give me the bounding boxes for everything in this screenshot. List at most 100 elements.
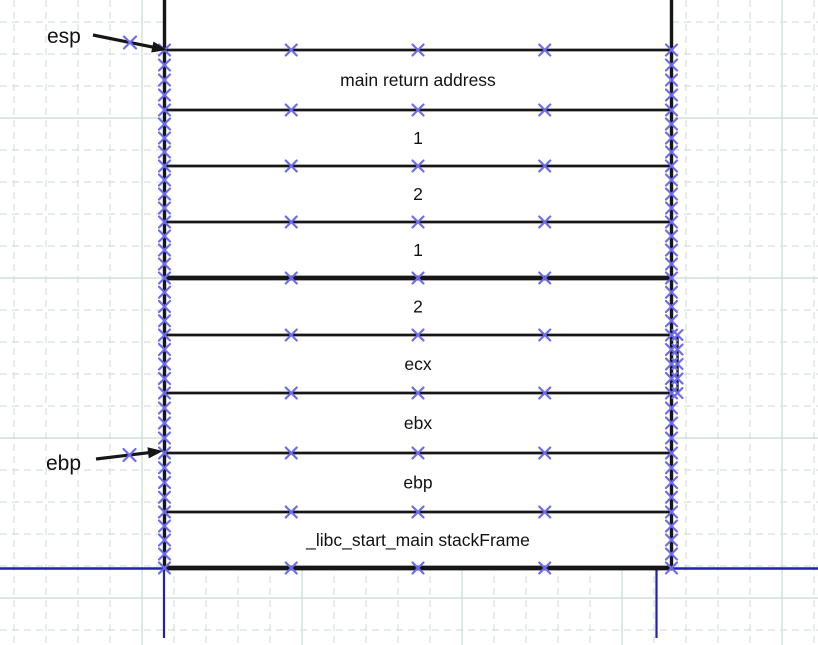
anchor-x-icon[interactable]	[664, 117, 679, 131]
anchor-x-icon[interactable]	[157, 299, 172, 314]
esp-arrow-line[interactable]	[92, 33, 157, 50]
anchor-x-icon[interactable]	[284, 43, 298, 57]
anchor-x-icon[interactable]	[157, 73, 172, 87]
anchor-x-icon[interactable]	[157, 58, 172, 72]
anchor-x-icon[interactable]	[157, 271, 172, 285]
ebp-arrow-line[interactable]	[95, 450, 153, 461]
anchor-x-icon[interactable]	[538, 215, 552, 229]
anchor-x-icon[interactable]	[157, 243, 172, 257]
anchor-x-icon[interactable]	[664, 215, 679, 229]
anchor-x-icon[interactable]	[157, 505, 172, 519]
anchor-x-icon[interactable]	[157, 490, 172, 504]
anchor-x-icon[interactable]	[157, 257, 172, 271]
anchor-x-icon[interactable]	[538, 103, 552, 117]
anchor-x-icon[interactable]	[664, 519, 679, 533]
anchor-x-icon[interactable]	[284, 328, 298, 342]
anchor-x-icon[interactable]	[157, 519, 172, 533]
ebp-label[interactable]: ebp	[46, 452, 81, 475]
anchor-x-icon[interactable]	[411, 215, 425, 229]
anchor-x-icon[interactable]	[664, 547, 679, 561]
anchor-x-icon[interactable]	[664, 446, 679, 460]
anchor-x-icon[interactable]	[538, 43, 552, 57]
anchor-x-icon[interactable]	[671, 372, 684, 385]
anchor-x-icon[interactable]	[664, 88, 679, 102]
anchor-x-icon[interactable]	[538, 446, 552, 460]
anchor-x-icon[interactable]	[157, 131, 172, 145]
anchor-x-icon[interactable]	[157, 229, 172, 243]
anchor-x-icon[interactable]	[664, 475, 679, 490]
esp-label[interactable]: esp	[47, 25, 81, 48]
anchor-x-icon[interactable]	[157, 117, 172, 131]
anchor-x-icon[interactable]	[411, 446, 425, 460]
anchor-x-icon[interactable]	[157, 215, 172, 229]
anchor-x-icon[interactable]	[664, 561, 679, 575]
anchor-x-icon[interactable]	[664, 299, 679, 314]
anchor-x-icon[interactable]	[157, 357, 172, 371]
anchor-x-icon[interactable]	[664, 201, 679, 215]
anchor-x-icon[interactable]	[157, 103, 172, 117]
anchor-x-icon[interactable]	[411, 159, 425, 173]
anchor-x-icon[interactable]	[664, 285, 679, 299]
anchor-x-icon[interactable]	[157, 173, 172, 187]
anchor-x-icon[interactable]	[664, 461, 679, 475]
anchor-x-icon[interactable]	[157, 145, 172, 159]
anchor-x-icon[interactable]	[157, 416, 172, 430]
anchor-x-icon[interactable]	[538, 271, 552, 285]
anchor-x-icon[interactable]	[157, 475, 172, 490]
anchor-x-icon[interactable]	[157, 187, 172, 201]
anchor-x-icon[interactable]	[284, 561, 298, 575]
anchor-x-icon[interactable]	[157, 547, 172, 561]
anchor-x-icon[interactable]	[122, 35, 138, 50]
anchor-x-icon[interactable]	[284, 215, 298, 229]
anchor-x-icon[interactable]	[671, 343, 684, 356]
anchor-x-icon[interactable]	[671, 386, 684, 400]
anchor-x-icon[interactable]	[538, 386, 552, 400]
anchor-x-icon[interactable]	[538, 505, 552, 519]
anchor-x-icon[interactable]	[157, 561, 172, 575]
anchor-x-icon[interactable]	[538, 561, 552, 575]
anchor-x-icon[interactable]	[664, 173, 679, 187]
anchor-x-icon[interactable]	[284, 386, 298, 400]
anchor-x-icon[interactable]	[664, 257, 679, 271]
anchor-x-icon[interactable]	[664, 243, 679, 257]
anchor-x-icon[interactable]	[664, 159, 679, 173]
anchor-x-icon[interactable]	[157, 431, 172, 445]
stack-row[interactable]	[165, 0, 672, 50]
anchor-x-icon[interactable]	[284, 159, 298, 173]
anchor-x-icon[interactable]	[664, 58, 679, 72]
anchor-x-icon[interactable]	[157, 201, 172, 215]
anchor-x-icon[interactable]	[411, 43, 425, 57]
anchor-x-icon[interactable]	[157, 386, 172, 400]
anchor-x-icon[interactable]	[284, 505, 298, 519]
anchor-x-icon[interactable]	[122, 447, 137, 463]
anchor-x-icon[interactable]	[664, 43, 679, 57]
anchor-x-icon[interactable]	[157, 159, 172, 173]
anchor-x-icon[interactable]	[664, 131, 679, 145]
anchor-x-icon[interactable]	[411, 328, 425, 342]
anchor-x-icon[interactable]	[664, 401, 679, 415]
anchor-x-icon[interactable]	[157, 371, 172, 386]
anchor-x-icon[interactable]	[411, 505, 425, 519]
anchor-x-icon[interactable]	[664, 490, 679, 504]
anchor-x-icon[interactable]	[664, 145, 679, 159]
anchor-x-icon[interactable]	[284, 271, 298, 285]
anchor-x-icon[interactable]	[538, 328, 552, 342]
anchor-x-icon[interactable]	[664, 416, 679, 430]
anchor-x-icon[interactable]	[411, 386, 425, 400]
anchor-x-icon[interactable]	[664, 229, 679, 243]
anchor-x-icon[interactable]	[411, 103, 425, 117]
anchor-x-icon[interactable]	[157, 328, 172, 342]
anchor-x-icon[interactable]	[664, 314, 679, 328]
anchor-x-icon[interactable]	[671, 357, 684, 371]
anchor-x-icon[interactable]	[664, 271, 679, 285]
anchor-x-icon[interactable]	[157, 461, 172, 475]
anchor-x-icon[interactable]	[411, 271, 425, 285]
anchor-x-icon[interactable]	[664, 505, 679, 519]
anchor-x-icon[interactable]	[664, 103, 679, 117]
anchor-x-icon[interactable]	[538, 159, 552, 173]
anchor-x-icon[interactable]	[664, 431, 679, 445]
anchor-x-icon[interactable]	[664, 533, 679, 547]
anchor-x-icon[interactable]	[664, 73, 679, 87]
anchor-x-icon[interactable]	[157, 401, 172, 415]
